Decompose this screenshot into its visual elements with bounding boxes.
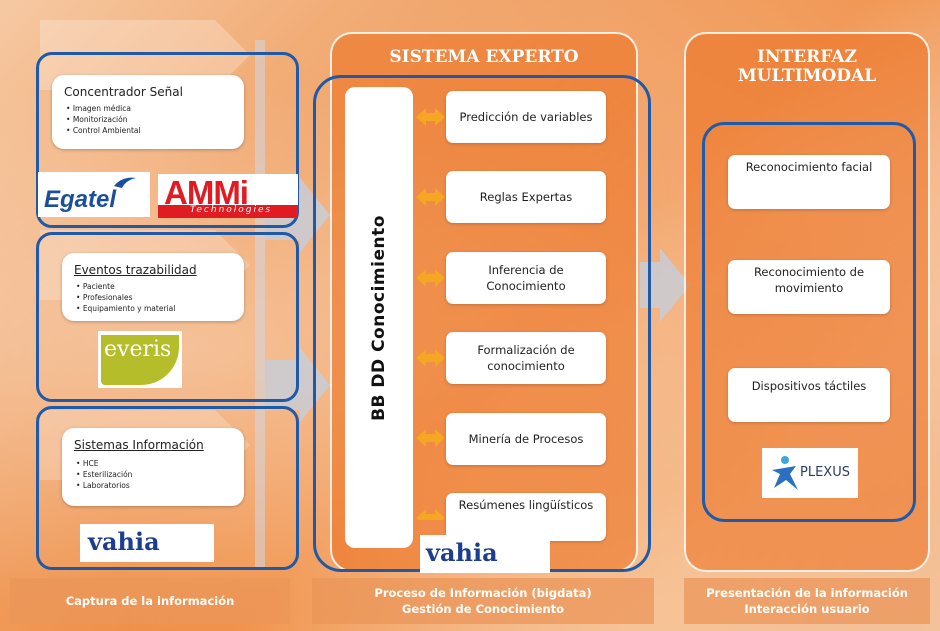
sistemas-list: HCE Esterilización Laboratorios xyxy=(76,458,133,491)
frame-sistemas xyxy=(36,406,299,570)
ammi-logo-subtext: Technologies xyxy=(190,205,273,215)
frame-interfaz-multimodal xyxy=(702,122,916,522)
card-mineria-procesos: Minería de Procesos xyxy=(446,413,606,465)
sistema-experto-title: SISTEMA EXPERTO xyxy=(389,47,579,67)
frame-concentrador xyxy=(36,52,299,228)
card-reconocimiento-movimiento: Reconocimiento de movimiento xyxy=(728,260,890,314)
sistemas-title: Sistemas Información xyxy=(74,438,204,452)
double-arrow-icon xyxy=(416,509,445,520)
bbdd-label: BB DD Conocimiento xyxy=(369,214,389,421)
eventos-title: Eventos trazabilidad xyxy=(74,263,197,277)
footer-presentacion-line2: Interacción usuario xyxy=(744,602,870,616)
card-reglas-expertas: Reglas Expertas xyxy=(446,171,606,223)
everis-logo-text: everis xyxy=(104,337,172,362)
egatel-logo: Egatel xyxy=(38,172,150,217)
ammi-logo: AMMi Technologies xyxy=(158,174,298,218)
ammi-logo-text: AMMi xyxy=(164,174,249,211)
card-formalizacion-conocimiento: Formalización de conocimiento xyxy=(446,332,606,384)
plexus-logo-text: PLEXUS xyxy=(800,465,850,480)
everis-logo: everis xyxy=(98,331,182,388)
card-eventos-trazabilidad: Eventos trazabilidad Paciente Profesiona… xyxy=(62,253,244,321)
double-arrow-icon xyxy=(416,269,445,287)
double-arrow-icon xyxy=(416,349,445,367)
card-sistemas-informacion: Sistemas Información HCE Esterilización … xyxy=(62,428,244,506)
vahia-logo-text: vahia xyxy=(88,527,160,556)
footer-proceso-line2: Gestión de Conocimiento xyxy=(401,602,565,616)
list-item: Control Ambiental xyxy=(66,125,141,136)
list-item: Imagen médica xyxy=(66,103,141,114)
card-prediccion-variables: Predicción de variables xyxy=(446,91,606,143)
frame-eventos xyxy=(36,232,299,402)
list-item: Monitorización xyxy=(66,114,141,125)
footer-proceso: Proceso de Información (bigdata) Gestión… xyxy=(312,578,654,624)
double-arrow-icon xyxy=(416,108,445,126)
concentrador-title: Concentrador Señal xyxy=(64,85,183,99)
list-item: Equipamiento y material xyxy=(76,303,176,314)
bird-icon xyxy=(114,177,136,188)
footer-presentacion: Presentación de la información Interacci… xyxy=(684,578,930,624)
card-reconocimiento-facial: Reconocimiento facial xyxy=(728,155,890,209)
list-item: HCE xyxy=(76,458,132,469)
footer-presentacion-line1: Presentación de la información xyxy=(706,586,908,600)
footer-captura-text: Captura de la información xyxy=(65,594,235,608)
double-arrow-icon xyxy=(416,188,445,206)
interfaz-title-line2: MULTIMODAL xyxy=(737,66,877,86)
list-item: Paciente xyxy=(76,281,175,292)
list-item: Esterilización xyxy=(76,469,133,480)
plexus-logo: PLEXUS xyxy=(762,448,858,498)
vahia-logo-text: vahia xyxy=(426,538,498,567)
concentrador-list: Imagen médica Monitorización Control Amb… xyxy=(66,103,141,136)
card-concentrador-senal: Concentrador Señal Imagen médica Monitor… xyxy=(52,75,244,149)
list-item: Laboratorios xyxy=(76,480,132,491)
double-arrow-icon xyxy=(416,429,445,447)
arrow-to-interface xyxy=(640,248,690,322)
interfaz-title-line1: INTERFAZ xyxy=(757,47,857,67)
card-dispositivos-tactiles: Dispositivos táctiles xyxy=(728,368,890,422)
vahia-logo-expert: vahia xyxy=(420,535,550,573)
footer-captura: Captura de la información xyxy=(10,578,290,624)
double-arrows xyxy=(416,108,445,520)
vahia-logo: vahia xyxy=(80,524,214,562)
list-item: Profesionales xyxy=(76,292,175,303)
plexus-figure-icon xyxy=(772,456,798,490)
egatel-logo-text: Egatel xyxy=(44,186,117,213)
eventos-list: Paciente Profesionales Equipamiento y ma… xyxy=(76,281,176,314)
card-resumenes-linguisticos: Resúmenes lingüísticos xyxy=(446,493,606,541)
bbdd-conocimiento-bar: BB DD Conocimiento xyxy=(345,87,413,548)
card-inferencia-conocimiento: Inferencia de Conocimiento xyxy=(446,252,606,304)
footer-proceso-line1: Proceso de Información (bigdata) xyxy=(374,586,592,600)
